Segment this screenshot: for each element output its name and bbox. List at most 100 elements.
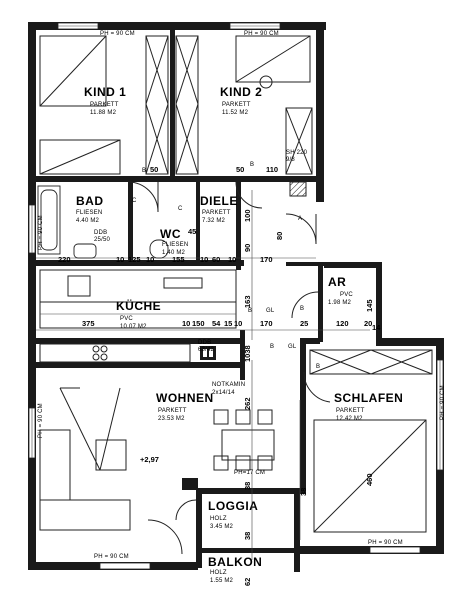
room-schlafen-name: SCHLAFEN <box>334 391 403 405</box>
room-loggia-floor: HOLZ <box>210 516 227 522</box>
room-bad-name: BAD <box>76 194 104 208</box>
dim-80: 80 <box>275 232 284 240</box>
chimney <box>200 346 216 360</box>
dim-170a: 170 <box>260 255 273 264</box>
dim-25a: 25 <box>300 319 308 328</box>
room-kind1-floor: PARKETT <box>90 102 119 108</box>
sh-size: 9/8 <box>286 157 295 163</box>
room-loggia-name: LOGGIA <box>208 499 258 513</box>
dim-220: 220 <box>58 255 71 264</box>
room-wohnen-area: 23.53 M2 <box>158 416 185 422</box>
dim-120: 120 <box>336 319 349 328</box>
room-diele-name: DIELE <box>200 194 238 208</box>
marker-gl-hall: GL <box>288 344 297 350</box>
room-balkon-area: 1.55 M2 <box>210 578 234 584</box>
kind2-furniture <box>175 35 313 175</box>
dim-10e: 10 <box>182 319 190 328</box>
dim-10d: 10 <box>228 255 236 264</box>
dim-170b: 170 <box>260 319 273 328</box>
level-label: +2,97 <box>140 455 159 464</box>
washbasin <box>73 243 97 259</box>
kitchen-lower <box>39 343 191 363</box>
dim-45: 45 <box>188 227 196 236</box>
marker-b-kind1: B <box>142 168 146 174</box>
dim-110: 110 <box>266 165 278 174</box>
marker-b-hall: B <box>270 344 274 350</box>
dim-460: 460 <box>365 473 374 486</box>
dim-10a: 10 <box>116 255 124 264</box>
room-schlafen-area: 12.42 M2 <box>336 416 363 422</box>
room-kueche-floor: PVC <box>120 316 133 322</box>
ph-label-schlafen: PH = 90 CM <box>368 540 403 546</box>
room-diele-floor: PARKETT <box>202 210 231 216</box>
dim-38c: 38 <box>299 488 308 496</box>
room-kueche-name: KÜCHE <box>116 298 161 313</box>
ddb-bad-size: 25/50 <box>94 237 110 243</box>
dimension-lines <box>36 190 370 560</box>
room-kind1-area: 11.88 M2 <box>90 110 117 116</box>
dim-125: 125 <box>128 255 141 264</box>
kind1-wardrobe <box>145 35 169 175</box>
ph-label-dining: PH=17 CM <box>234 470 265 476</box>
marker-c-diele: C <box>178 206 183 212</box>
dim-155: 155 <box>172 255 185 264</box>
notkamin-label: NOTKAMIN <box>212 382 245 388</box>
room-kind1-name: KIND 1 <box>84 85 126 99</box>
interior-walls <box>36 30 324 572</box>
room-diele-area: 7.32 M2 <box>202 218 226 224</box>
dim-375: 375 <box>82 319 95 328</box>
ddb-kueche-label: DDB <box>198 340 211 346</box>
dim-50a: 50 <box>150 165 158 174</box>
room-kind2-floor: PARKETT <box>222 102 251 108</box>
ddb-bad-label: DDB <box>94 230 107 236</box>
room-kind2-area: 11.52 M2 <box>222 110 249 116</box>
room-ar-name: AR <box>328 275 346 289</box>
dim-20: 20 <box>364 319 372 328</box>
dim-10f: 10 <box>234 319 242 328</box>
dim-262: 262 <box>243 397 252 410</box>
windows <box>28 22 444 570</box>
marker-b-ar: B <box>300 306 304 312</box>
kind1-bed <box>39 35 121 175</box>
room-loggia-area: 3.45 M2 <box>210 524 234 530</box>
ph-label-wohnen: PH = 90 CM <box>94 554 129 560</box>
dim-54: 54 <box>212 319 221 328</box>
marker-gl-ar: GL <box>266 308 275 314</box>
sh-label: SH 220 <box>286 150 308 156</box>
room-ar-area: 1.98 M2 <box>328 300 352 306</box>
marker-b-schlafen: B <box>316 364 320 370</box>
ph-label-kind1: PH = 90 CM <box>100 31 135 37</box>
ddb-kueche-size: 63/42 <box>198 347 214 353</box>
room-wohnen-floor: PARKETT <box>158 408 187 414</box>
dining-table <box>213 409 275 471</box>
schlafen-wardrobe <box>309 349 433 375</box>
ph-label-bad: PH = 90 CM <box>38 215 44 250</box>
room-ar-floor: PVC <box>340 292 353 298</box>
kitchen-counter <box>39 269 237 329</box>
room-bad-floor: FLIESEN <box>76 210 102 216</box>
loggia-post <box>182 478 198 490</box>
room-balkon-name: BALKON <box>208 555 262 569</box>
dim-50b: 50 <box>236 165 244 174</box>
room-wc-name: WC <box>160 227 181 241</box>
marker-b-kind2: B <box>250 162 254 168</box>
dim-38b: 38 <box>243 532 252 540</box>
dim-1038: 1038 <box>243 345 252 362</box>
dim-100: 100 <box>243 209 252 222</box>
room-wc-floor: FLIESEN <box>162 242 188 248</box>
marker-b-kueche: B <box>248 308 252 314</box>
marker-c-bad: C <box>132 198 137 204</box>
dim-163: 163 <box>243 295 252 308</box>
sofa <box>39 387 131 531</box>
ph-label-east: PH = 90 CM <box>440 385 446 420</box>
dim-60: 60 <box>212 255 220 264</box>
dim-150: 150 <box>192 319 205 328</box>
dim-10b: 10 <box>146 255 154 264</box>
room-wc-area: 1.40 M2 <box>162 250 186 256</box>
room-schlafen-floor: PARKETT <box>336 408 365 414</box>
dim-145: 145 <box>365 299 374 312</box>
dim-62: 62 <box>243 578 252 586</box>
double-bed <box>313 419 427 533</box>
bathtub <box>37 185 61 255</box>
